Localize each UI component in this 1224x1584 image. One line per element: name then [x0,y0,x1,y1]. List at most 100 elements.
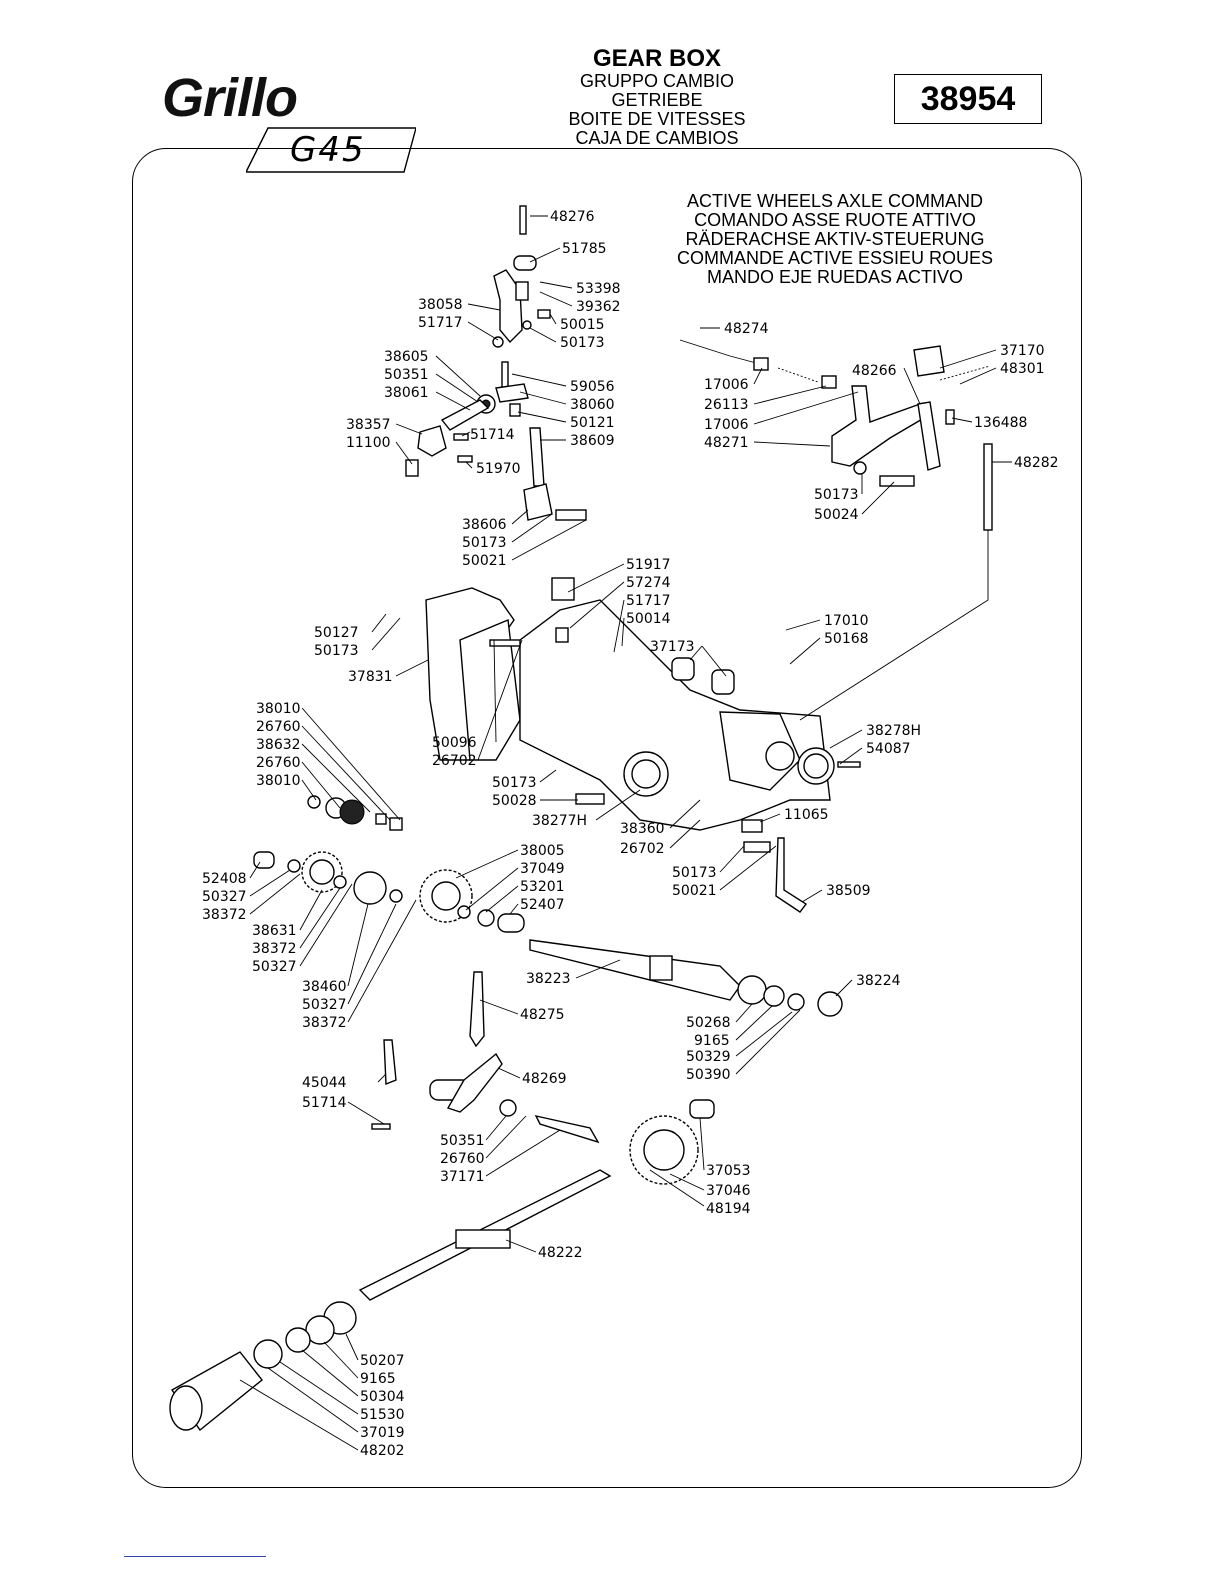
part-label: 52408 [202,871,247,887]
part-label: 38372 [252,941,297,957]
part-label: 50304 [360,1389,405,1405]
part-label: 48282 [1014,455,1059,471]
part-label: 26702 [432,753,477,769]
part-label: 136488 [974,415,1027,431]
part-label: 50329 [686,1049,731,1065]
gearbox-housing [425,577,861,913]
part-label: 51970 [476,461,521,477]
title-it: GRUPPO CAMBIO [579,71,735,91]
part-labels: 48276 51785 53398 39362 38058 51717 5001… [202,209,1059,1459]
part-label: 17006 [704,377,749,393]
part-label: 50351 [440,1133,485,1149]
title-block: GEAR BOX GRUPPO CAMBIO GETRIEBE BOITE DE… [526,46,788,148]
part-label: 38277H [532,813,587,829]
part-label: 38372 [302,1015,347,1031]
part-label: 53201 [520,879,565,895]
part-label: 26702 [620,841,665,857]
part-label: 38010 [256,701,301,717]
part-label: 50015 [560,317,605,333]
part-label: 48222 [538,1245,583,1261]
part-label: 26760 [440,1151,485,1167]
part-label: 48271 [704,435,749,451]
part-label: 45044 [302,1075,347,1091]
model-badge [246,127,416,173]
part-label: 38058 [418,297,463,313]
part-label: 50173 [814,487,859,503]
part-label: 50173 [462,535,507,551]
part-label: 38060 [570,397,615,413]
part-label: 17010 [824,613,869,629]
table-code: 38954 [894,74,1042,124]
part-label: 38460 [302,979,347,995]
page-title: GEAR BOX [592,45,721,72]
subassembly-title: ACTIVE WHEELS AXLE COMMAND COMANDO ASSE … [660,192,1010,287]
part-label: 48274 [724,321,769,337]
part-label: 37053 [706,1163,751,1179]
part-label: 26760 [256,719,301,735]
part-label: 50024 [814,507,859,523]
part-label: 48194 [706,1201,751,1217]
part-label: 54087 [866,741,911,757]
part-label: 50028 [492,793,537,809]
subassembly-it: COMANDO ASSE RUOTE ATTIVO [694,210,976,230]
part-label: 59056 [570,379,615,395]
grillo-logo: Grillo [162,70,298,122]
subassembly-fr: COMMANDE ACTIVE ESSIEU ROUES [676,248,994,268]
part-label: 37019 [360,1425,405,1441]
part-label: 51717 [626,593,671,609]
part-label: 51717 [418,315,463,331]
part-label: 51917 [626,557,671,573]
part-label: 38372 [202,907,247,923]
part-label: 48266 [852,363,897,379]
part-label: 38223 [526,971,571,987]
part-label: 50351 [384,367,429,383]
part-label: 57274 [626,575,671,591]
subassembly-es: MANDO EJE RUEDAS ACTIVO [706,267,964,287]
diagram-frame [132,148,1082,1488]
part-label: 50173 [492,775,537,791]
part-label: 50168 [824,631,869,647]
part-label: 48269 [522,1071,567,1087]
part-label: 37173 [650,639,695,655]
part-label: 38605 [384,349,429,365]
model-name: G45 [290,130,366,170]
part-label: 17006 [704,417,749,433]
part-label: 37171 [440,1169,485,1185]
part-label: 52407 [520,897,565,913]
part-label: 50014 [626,611,671,627]
part-label: 48276 [550,209,595,225]
logo-text: Grillo [162,70,297,122]
part-label: 50390 [686,1067,731,1083]
part-label: 48301 [1000,361,1045,377]
part-label: 38061 [384,385,429,401]
title-de: GETRIEBE [611,90,703,110]
part-label: 38360 [620,821,665,837]
part-label: 50327 [302,997,347,1013]
part-label: 38357 [346,417,391,433]
part-label: 50173 [560,335,605,351]
part-label: 39362 [576,299,621,315]
part-label: 51530 [360,1407,405,1423]
part-label: 38509 [826,883,871,899]
part-label: 50268 [686,1015,731,1031]
part-label: 48202 [360,1443,405,1459]
part-label: 38632 [256,737,301,753]
title-fr: BOITE DE VITESSES [568,109,746,129]
footer-rule [124,1556,266,1557]
part-label: 50021 [462,553,507,569]
part-label: 51785 [562,241,607,257]
part-label: 51714 [470,427,515,443]
part-label: 50127 [314,625,359,641]
title-es: CAJA DE CAMBIOS [575,128,739,148]
part-label: 9165 [360,1371,396,1387]
part-label: 38224 [856,973,901,989]
part-label: 50207 [360,1353,405,1369]
subassembly-de: RÄDERACHSE AKTIV-STEUERUNG [685,229,985,249]
part-label: 50096 [432,735,477,751]
part-label: 38631 [252,923,297,939]
part-label: 38606 [462,517,507,533]
part-label: 26760 [256,755,301,771]
lever-assembly [405,205,587,521]
part-label: 38278H [866,723,921,739]
